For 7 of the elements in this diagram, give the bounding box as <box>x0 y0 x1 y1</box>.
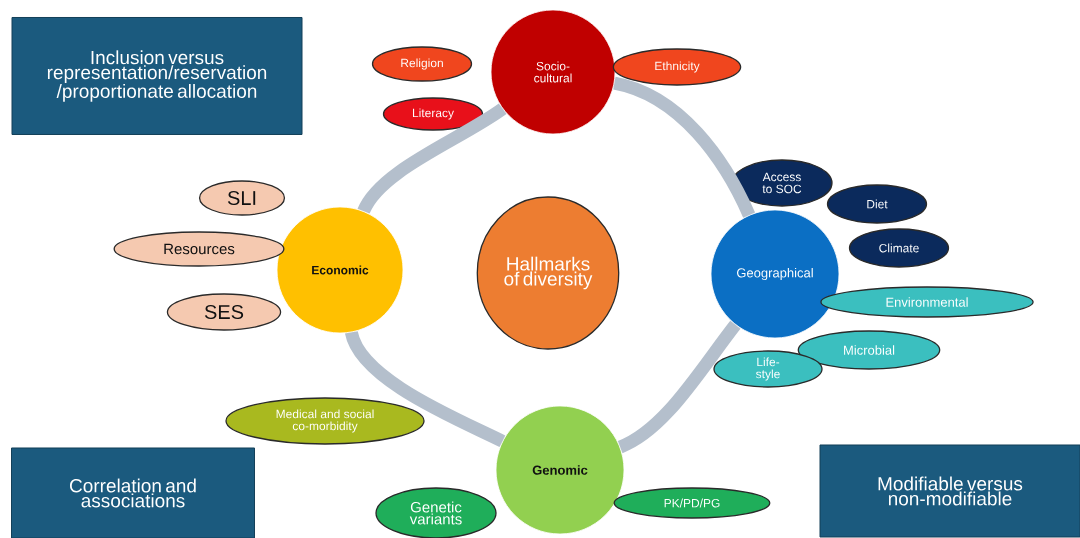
note-box: Inclusion versus representation/reservation /proportionate allocation <box>11 17 303 135</box>
ring-arc <box>357 103 507 215</box>
ring-arc <box>612 76 756 218</box>
ring-arc <box>345 330 506 448</box>
note-box: Modifiable versus non-modifiable <box>819 444 1080 538</box>
ring-arc <box>617 320 741 453</box>
note-box: Correlation and associations <box>11 447 255 538</box>
